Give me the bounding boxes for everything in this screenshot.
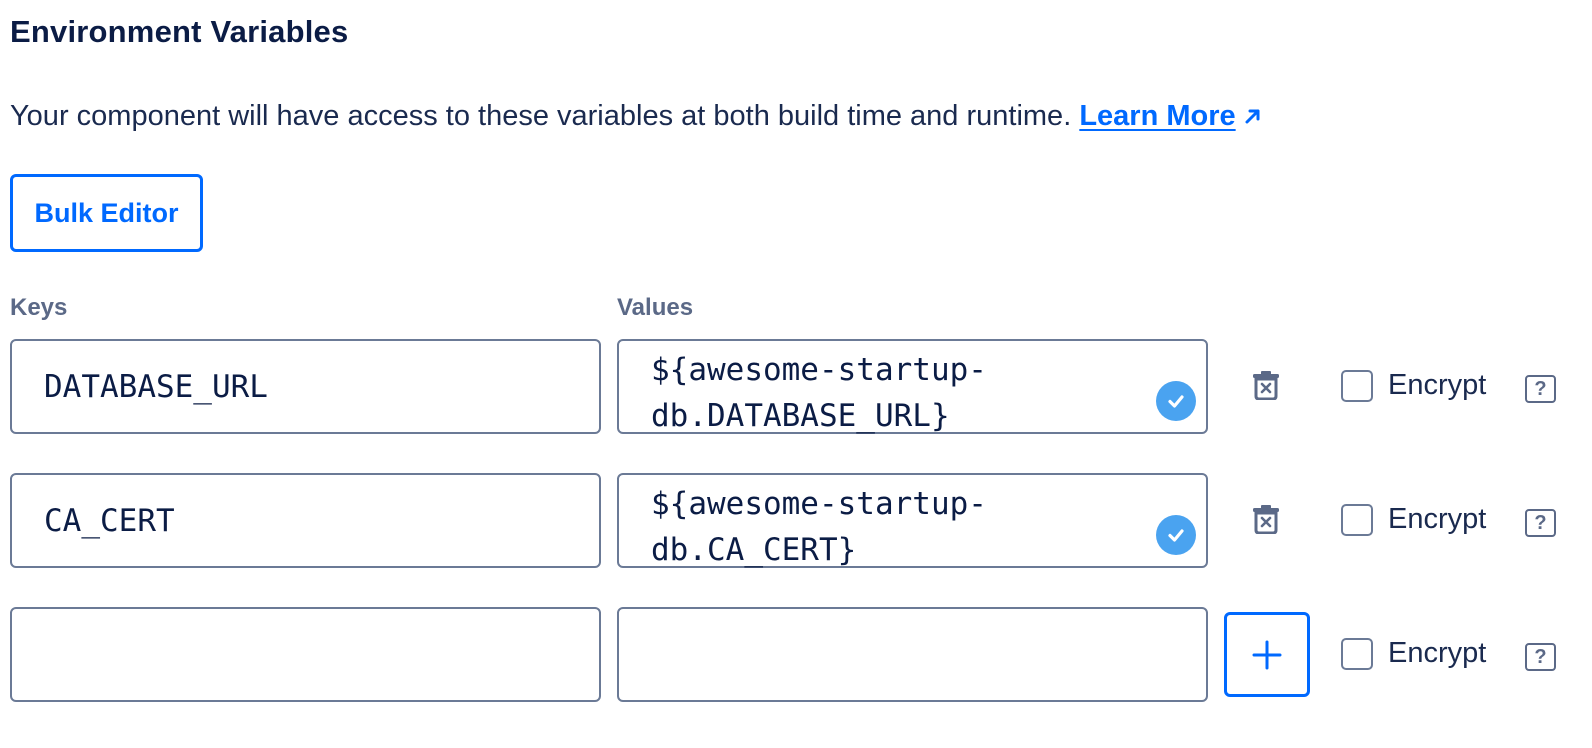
check-circle-icon (1156, 381, 1196, 421)
encrypt-checkbox[interactable] (1341, 370, 1373, 402)
encrypt-label[interactable]: Encrypt (1388, 637, 1487, 669)
check-circle-icon (1156, 515, 1196, 555)
trash-icon[interactable] (1252, 504, 1280, 534)
key-input[interactable]: CA_CERT (10, 473, 601, 568)
new-value-input[interactable] (617, 607, 1208, 702)
key-input[interactable]: DATABASE_URL (10, 339, 601, 434)
new-key-input[interactable] (10, 607, 601, 702)
values-column-label: Values (617, 294, 694, 321)
add-variable-button[interactable] (1224, 612, 1310, 697)
key-input-value: DATABASE_URL (44, 368, 268, 405)
encrypt-checkbox[interactable] (1341, 504, 1373, 536)
keys-column-label: Keys (10, 294, 68, 321)
help-icon[interactable]: ? (1525, 509, 1556, 537)
value-input[interactable]: ${awesome-startup- db.DATABASE_URL} (617, 339, 1208, 434)
section-description: Your component will have access to these… (10, 100, 1264, 133)
value-input-text: ${awesome-startup- db.CA_CERT} (651, 486, 987, 568)
value-input-text: ${awesome-startup- db.DATABASE_URL} (651, 352, 987, 434)
help-icon[interactable]: ? (1525, 643, 1556, 671)
plus-icon (1252, 640, 1282, 669)
encrypt-label[interactable]: Encrypt (1388, 503, 1487, 535)
encrypt-label[interactable]: Encrypt (1388, 369, 1487, 401)
help-icon[interactable]: ? (1525, 375, 1556, 403)
encrypt-checkbox[interactable] (1341, 638, 1373, 670)
description-text: Your component will have access to these… (10, 100, 1072, 132)
learn-more-link[interactable]: Learn More (1079, 100, 1236, 132)
section-title: Environment Variables (10, 14, 349, 49)
value-input[interactable]: ${awesome-startup- db.CA_CERT} (617, 473, 1208, 568)
arrow-up-right-icon[interactable] (1242, 105, 1264, 127)
trash-icon[interactable] (1252, 370, 1280, 400)
bulk-editor-button[interactable]: Bulk Editor (10, 174, 203, 252)
key-input-value: CA_CERT (44, 502, 175, 539)
